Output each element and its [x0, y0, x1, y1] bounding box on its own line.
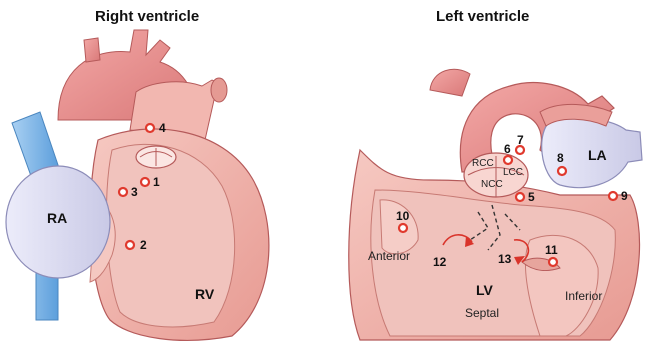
site-marker-9	[609, 192, 617, 200]
site-number-3: 3	[131, 186, 138, 198]
label-la: LA	[588, 148, 607, 162]
site-number-2: 2	[140, 239, 147, 251]
site-number-8: 8	[557, 152, 564, 164]
site-marker-7	[516, 146, 524, 154]
left-ventricle-title: Left ventricle	[436, 8, 529, 25]
site-marker-3	[119, 188, 127, 196]
label-ncc: NCC	[481, 180, 503, 190]
site-marker-8	[558, 167, 566, 175]
site-number-13: 13	[498, 253, 511, 265]
site-marker-4	[146, 124, 154, 132]
label-rv: RV	[195, 287, 214, 301]
right-ventricle-title: Right ventricle	[95, 8, 199, 25]
site-number-5: 5	[528, 191, 535, 203]
label-septal: Septal	[465, 307, 499, 319]
site-number-4: 4	[159, 122, 166, 134]
label-lcc: LCC	[503, 168, 523, 178]
label-rcc: RCC	[472, 159, 494, 169]
site-marker-1	[141, 178, 149, 186]
label-ra: RA	[47, 211, 67, 225]
site-marker-5	[516, 193, 524, 201]
label-lv: LV	[476, 283, 493, 297]
site-number-10: 10	[396, 210, 409, 222]
aortic-branch-2	[430, 69, 470, 96]
aortic-branch-1	[84, 38, 100, 62]
site-marker-6	[504, 156, 512, 164]
label-inferior: Inferior	[565, 290, 602, 302]
site-number-9: 9	[621, 190, 628, 202]
site-number-6: 6	[504, 143, 511, 155]
site-marker-11	[549, 258, 557, 266]
site-marker-2	[126, 241, 134, 249]
site-number-11: 11	[545, 244, 558, 256]
pulmonary-trunk-opening	[211, 78, 227, 102]
site-number-7: 7	[517, 134, 524, 146]
site-number-12: 12	[433, 256, 446, 268]
site-marker-10	[399, 224, 407, 232]
label-anterior: Anterior	[368, 250, 410, 262]
site-number-1: 1	[153, 176, 160, 188]
